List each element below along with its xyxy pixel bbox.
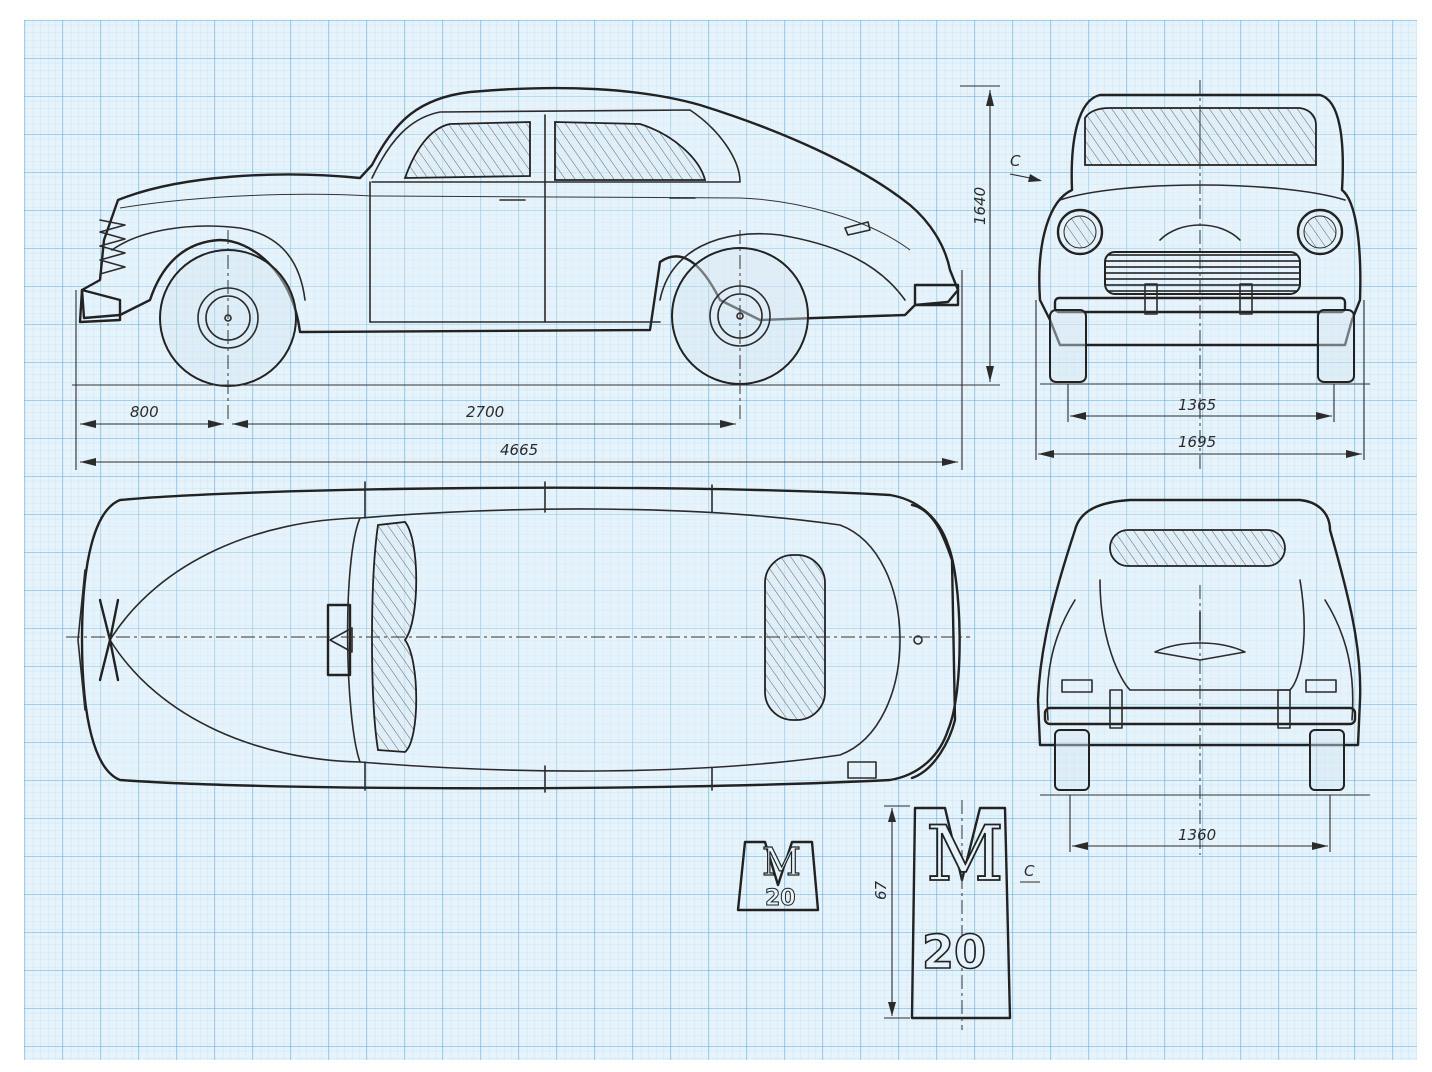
rear-lamp-left <box>1061 679 1093 693</box>
rear-emblem <box>1154 642 1246 661</box>
emblem-small-number: 20 <box>765 886 796 911</box>
front-grille <box>1104 251 1301 295</box>
top-body-outline <box>80 486 961 790</box>
section-marker-c: C <box>1024 862 1035 880</box>
side-body-outline <box>80 86 960 334</box>
side-front-bumper <box>78 288 122 324</box>
top-hood-curve <box>109 517 361 763</box>
dim-front-overhang: 800 <box>75 290 224 470</box>
rear-window <box>1109 529 1286 567</box>
dim-label-overall-length: 4665 <box>500 441 538 459</box>
side-rear-bumper <box>913 283 960 307</box>
dim-wheelbase: 2700 <box>232 403 736 428</box>
top-front-v <box>98 598 120 682</box>
front-headlight-right <box>1296 208 1344 256</box>
emblem-small-letter: M <box>762 840 801 884</box>
side-indicator <box>844 221 871 236</box>
dim-height: 1640 <box>960 85 1000 382</box>
dim-label-wheelbase: 2700 <box>466 403 504 421</box>
emblem-large: M 20 67 C <box>872 800 1040 1030</box>
side-rear-fender <box>659 233 906 301</box>
emblem-large-letter: M <box>926 809 1004 898</box>
dim-overall-width: 1695 <box>1035 300 1365 460</box>
top-view <box>66 481 970 793</box>
dim-overall-length: 4665 <box>80 270 963 470</box>
dim-label-front-overhang: 800 <box>130 403 159 421</box>
dim-label-front-track: 1365 <box>1178 396 1216 414</box>
dim-front-track: 1365 <box>1067 384 1335 422</box>
rear-lamp-right <box>1305 679 1337 693</box>
dim-label-height: 1640 <box>971 187 989 225</box>
rear-tire-right <box>1309 729 1345 791</box>
dim-label-emblem-height: 67 <box>872 880 890 900</box>
side-beltline <box>119 193 911 251</box>
side-suspension-spring <box>99 219 126 275</box>
front-hood <box>1059 184 1346 201</box>
emblem-large-number: 20 <box>922 925 986 979</box>
top-hood-ornament <box>326 603 352 677</box>
dim-label-rear-track: 1360 <box>1178 826 1216 844</box>
emblem-small: M 20 <box>736 839 820 912</box>
rear-view: 1360 <box>1036 498 1370 855</box>
top-rear-bumper <box>910 503 957 780</box>
rear-trunk <box>1099 579 1305 691</box>
front-headlight-left <box>1056 208 1104 256</box>
front-tire-right <box>1317 309 1355 383</box>
front-view: C 1365 1695 <box>1009 80 1370 470</box>
side-view: 800 2700 4665 1640 <box>72 85 1000 470</box>
side-window-frame <box>371 109 741 183</box>
rear-fender-right <box>1324 599 1354 721</box>
side-front-window <box>403 121 531 179</box>
top-cabin <box>346 508 901 772</box>
rear-fender-left <box>1046 599 1076 721</box>
rear-tire-left <box>1054 729 1090 791</box>
view-marker-c: C <box>1010 152 1021 170</box>
dim-label-overall-width: 1695 <box>1178 433 1216 451</box>
dim-rear-track: 1360 <box>1069 795 1331 852</box>
side-rear-window <box>554 121 707 181</box>
top-front-bumper <box>77 569 86 711</box>
front-tire-left <box>1049 309 1087 383</box>
side-front-fender <box>111 225 306 301</box>
